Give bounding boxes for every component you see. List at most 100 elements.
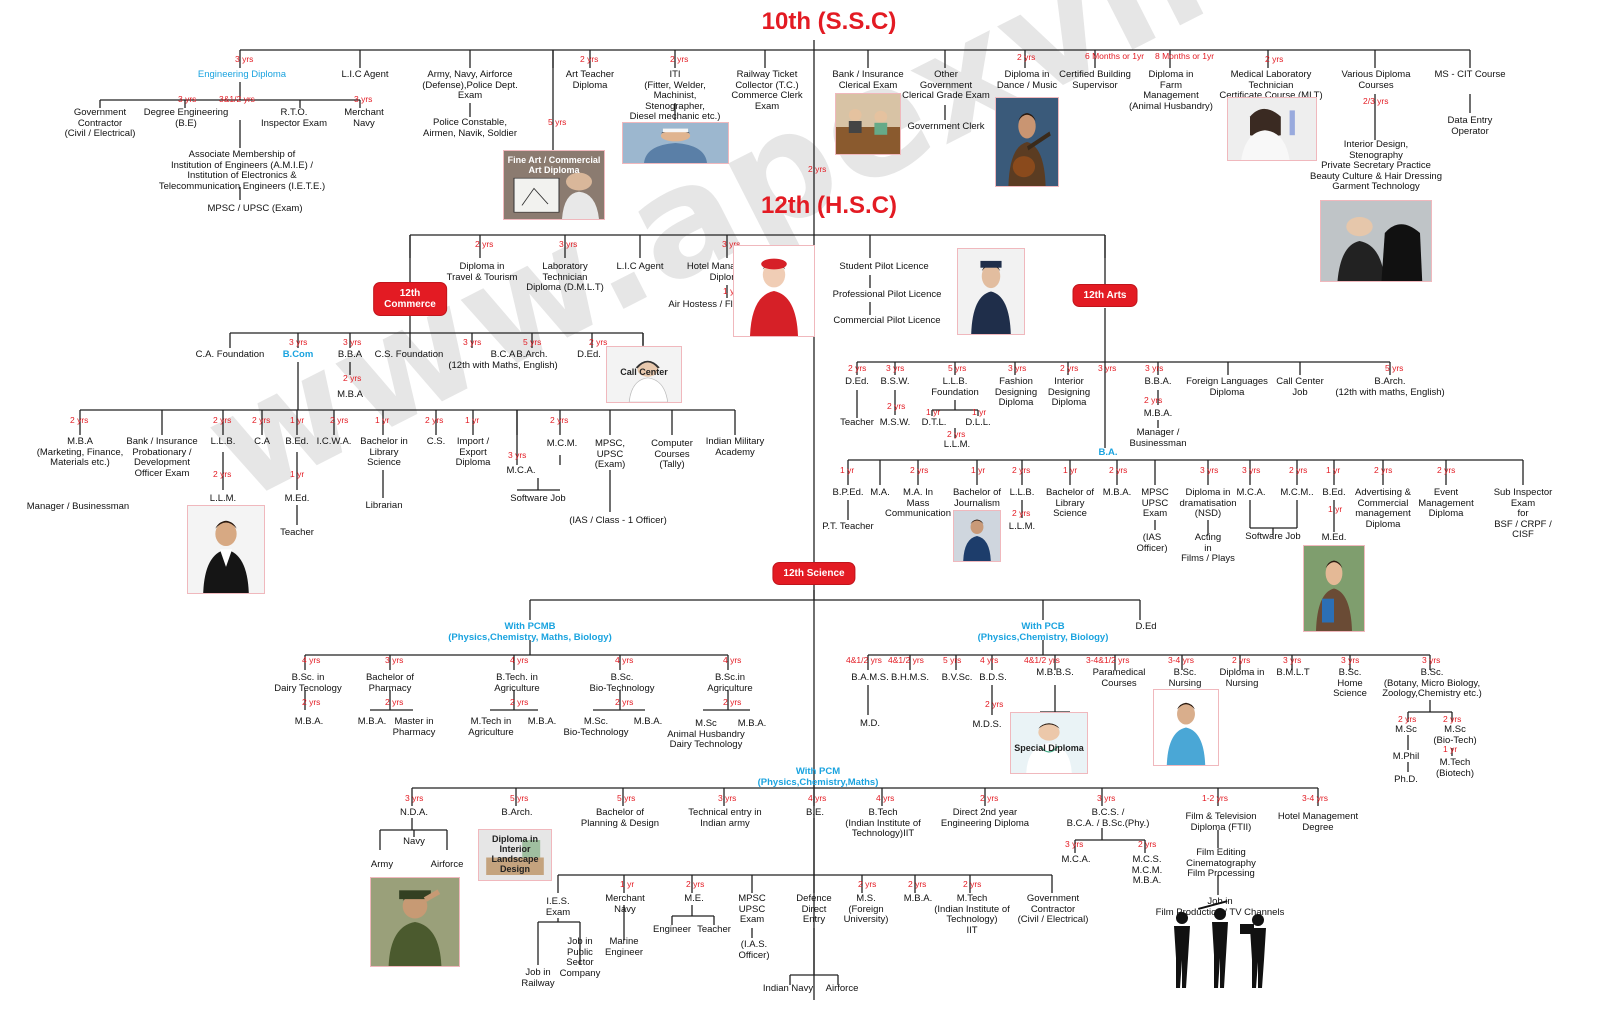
node-commerce-icwa: I.C.W.A.: [316, 436, 352, 447]
node-hsc-top-pro-pilot: Professional Pilot Licence: [832, 289, 942, 300]
node-arts-fashion: Fashion Designing Diploma: [994, 376, 1038, 409]
node-science-biotech: B.Sc. Bio-Technology: [589, 672, 655, 694]
duration-label: 5 yrs: [943, 655, 962, 665]
node-arts-teacher: Teacher: [840, 417, 874, 428]
node-arts-med: M.Ed.: [1321, 532, 1347, 543]
photo-caption: Special Diploma: [1014, 743, 1084, 753]
node-commerce-llb: L.L.B.: [210, 436, 236, 447]
duration-label: 1 yr: [1063, 465, 1078, 475]
duration-label: 3 yrs: [886, 363, 905, 373]
duration-label: 3&1/2 yrs: [219, 94, 255, 104]
node-science-dip-nursing: Diploma in Nursing: [1219, 667, 1265, 689]
node-science-btech-agri: B.Tech. in Agriculture: [494, 672, 540, 694]
duration-label: 2 yrs: [1012, 465, 1031, 475]
duration-label: 3 yrs: [1065, 839, 1084, 849]
duration-label: 1 yr: [375, 415, 390, 425]
node-science-airforce: Airforce: [430, 859, 464, 870]
node-commerce-mpsc: MPSC, UPSC (Exam): [594, 438, 626, 471]
duration-label: 2/3 yrs: [1363, 96, 1389, 106]
duration-label: 3 yrs: [1242, 465, 1261, 475]
duration-label: 3 yrs: [718, 793, 737, 803]
duration-label: 2 yrs: [1109, 465, 1128, 475]
node-science-agri-mba: M.B.A.: [527, 716, 557, 727]
node-commerce-bank-po: Bank / Insurance Probationary / Developm…: [126, 436, 198, 479]
node-ssc-various: Various Diploma Courses: [1341, 69, 1411, 91]
node-science-mcs: M.C.S. M.C.M. M.B.A.: [1131, 854, 1163, 887]
node-ssc-interior: Interior Design, Stenography Private Sec…: [1310, 139, 1442, 193]
node-science-ias: (I.A.S. Officer): [738, 939, 770, 961]
duration-label: 2 yrs: [947, 429, 966, 439]
photo-caption: Fine Art / Commercial Art Diploma: [507, 155, 601, 175]
node-science-navy: Navy: [403, 836, 425, 847]
node-arts-software: Software Job: [1245, 531, 1301, 542]
duration-label: 1 yr: [290, 415, 305, 425]
duration-label: 5 yrs: [617, 793, 636, 803]
duration-label: 4 yrs: [876, 793, 895, 803]
duration-label: 2 yrs: [70, 415, 89, 425]
node-arts-acting: Acting in Films / Plays: [1181, 532, 1235, 565]
duration-label: 5 yrs: [523, 337, 542, 347]
node-science-btech-iit: B.Tech (Indian Institute of Technology)I…: [845, 807, 921, 840]
node-science-tech-army: Technical entry in Indian army: [688, 807, 762, 829]
stream-badge-commerce: 12th Commerce: [374, 283, 446, 315]
duration-label: 3 yrs: [354, 94, 373, 104]
node-commerce-software: Software Job: [510, 493, 566, 504]
node-science-bvsc: B.V.Sc.: [941, 672, 973, 683]
node-science-msc-animal: M.Sc Animal Husbandry Dairy Technology: [667, 718, 745, 751]
node-science-mphil: M.Phil: [1392, 751, 1420, 762]
node-commerce-med: M.Ed.: [284, 493, 310, 504]
hairdresser-photo: [1320, 200, 1432, 282]
duration-label: 4 yrs: [615, 655, 634, 665]
lab-technician-photo: [1227, 97, 1317, 161]
node-commerce-import: Import / Export Diploma: [455, 436, 491, 469]
node-ssc-building: Certified Building Supervisor: [1059, 69, 1131, 91]
duration-label: 2 yrs: [1437, 465, 1456, 475]
duration-label: 3 yrs: [235, 54, 254, 64]
duration-label: 4&1/2 yrs: [1024, 655, 1060, 665]
node-science-agri-mba2: M.B.A.: [737, 718, 767, 729]
node-science-govt-contractor: Government Contractor (Civil / Electrica…: [1017, 893, 1089, 926]
node-arts-call-center: Call Center Job: [1276, 376, 1324, 398]
journalist-photo: [953, 510, 1001, 562]
lawyer-photo: [187, 505, 265, 594]
node-arts-ba: B.A.: [1098, 447, 1118, 458]
node-science-direct2: Direct 2nd year Engineering Diploma: [940, 807, 1030, 829]
duration-label: 4 yrs: [302, 655, 321, 665]
air-hostess-photo: [733, 245, 815, 337]
node-ssc-rto: R.T.O. Inspector Exam: [261, 107, 327, 129]
node-ssc-mpsc: MPSC / UPSC (Exam): [207, 203, 303, 214]
node-ssc-art-teacher: Art Teacher Diploma: [565, 69, 615, 91]
duration-label: 2 yrs: [1398, 714, 1417, 724]
photo-caption: Call Center: [620, 367, 668, 377]
node-science-pcm-mca: M.C.A.: [1061, 854, 1091, 865]
node-commerce-ca-found: C.A. Foundation: [195, 349, 265, 360]
node-arts-ded: D.Ed.: [845, 376, 869, 387]
node-commerce-bca: B.C.A (12th with Maths, English): [448, 349, 558, 371]
duration-label: 3 yrs: [289, 337, 308, 347]
duration-label: 2 yrs: [343, 373, 362, 383]
node-ssc-iti: ITI (Fitter, Welder, Machinist, Stenogra…: [629, 69, 721, 123]
duration-label: 2 yrs: [808, 164, 827, 174]
duration-label: 3 yrs: [405, 793, 424, 803]
stream-badge-arts: 12th Arts: [1073, 285, 1137, 306]
duration-label: 2 yrs: [980, 793, 999, 803]
film-crew-silhouette: [1168, 900, 1278, 990]
duration-label: 4 yrs: [980, 655, 999, 665]
node-arts-dtl: D.T.L.: [921, 417, 947, 428]
duration-label: 1 yr: [971, 465, 986, 475]
node-science-para: Paramedical Courses: [1092, 667, 1146, 689]
node-science-md: M.D.: [859, 718, 881, 729]
duration-label: 4&1/2 yrs: [846, 655, 882, 665]
node-science-msc-biotech: M.Sc. Bio-Technology: [563, 716, 629, 738]
node-arts-llm: L.L.M.: [943, 439, 971, 450]
node-science-dairy: B.Sc. in Dairy Tecnology: [274, 672, 342, 694]
node-arts-interior: Interior Designing Diploma: [1047, 376, 1091, 409]
node-commerce-bed: B.Ed.: [285, 436, 309, 447]
teacher-woman-photo: [1303, 545, 1365, 632]
node-ssc-bank: Bank / Insurance Clerical Exam: [832, 69, 904, 91]
node-arts-ias: (IAS Officer): [1136, 532, 1168, 554]
duration-label: 2 yrs: [670, 54, 689, 64]
node-science-pharm-m: Master in Pharmacy: [392, 716, 436, 738]
duration-label: 2 yrs: [580, 54, 599, 64]
node-science-mbbs: M.B.B.S.: [1036, 667, 1074, 678]
